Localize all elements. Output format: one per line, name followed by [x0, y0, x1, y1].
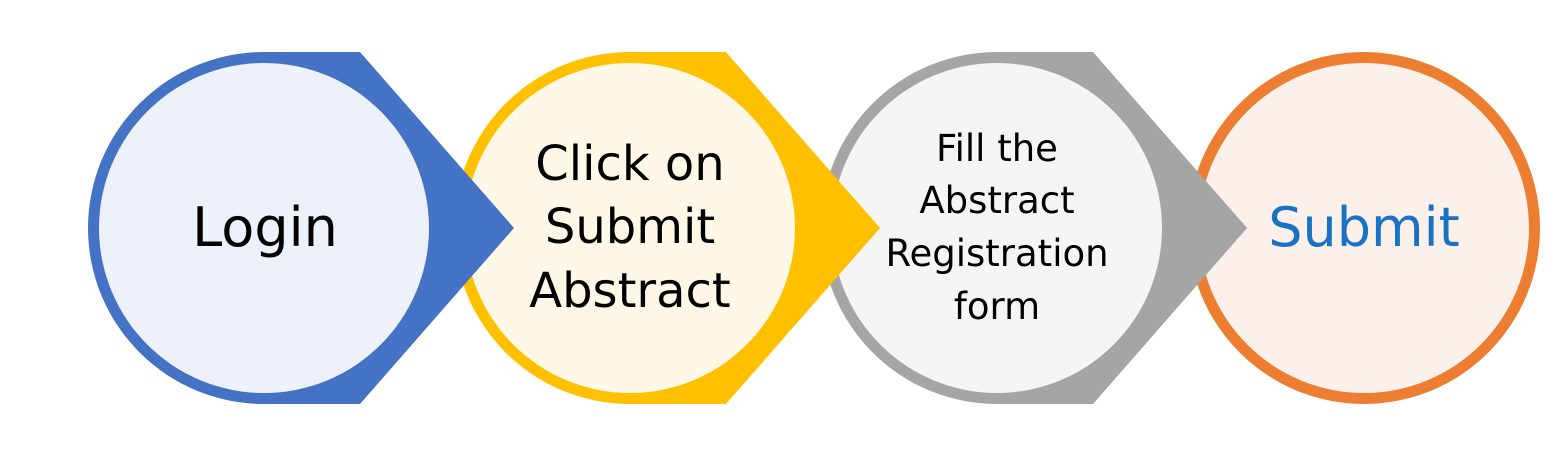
step-2-inner [465, 63, 795, 393]
step-3-shape [821, 52, 1247, 404]
step-1-label: Login [192, 196, 338, 260]
step-3-label: Fill the Abstract Registration form [885, 126, 1109, 328]
step-2-shape [454, 52, 880, 404]
step-3-inner [832, 63, 1162, 393]
step-4-label: Submit [1268, 196, 1460, 260]
step-4-shape [1188, 52, 1540, 404]
step-4-inner [1199, 63, 1529, 393]
step-1-inner [99, 63, 429, 393]
step-1-shape [88, 52, 514, 404]
step-2-label: Click on Submit Abstract [529, 135, 731, 319]
